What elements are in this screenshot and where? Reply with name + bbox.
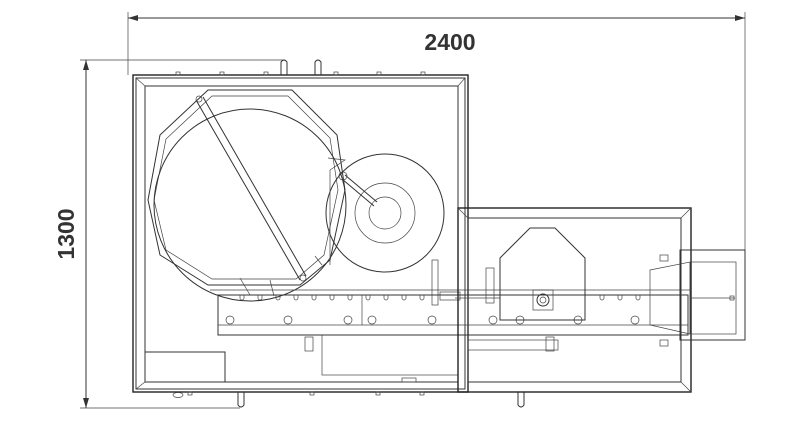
outfeed-box bbox=[649, 249, 746, 347]
large-drum bbox=[147, 89, 347, 302]
small-drum bbox=[325, 153, 445, 306]
right-frame bbox=[457, 207, 692, 393]
conveyor-rail bbox=[210, 289, 690, 352]
height-dimension-label: 1300 bbox=[53, 208, 79, 259]
width-dimension-label: 2400 bbox=[424, 29, 475, 55]
applicator-unit bbox=[455, 227, 586, 321]
width-dimension: 2400 bbox=[127, 12, 746, 250]
height-dimension: 1300 bbox=[53, 59, 285, 409]
